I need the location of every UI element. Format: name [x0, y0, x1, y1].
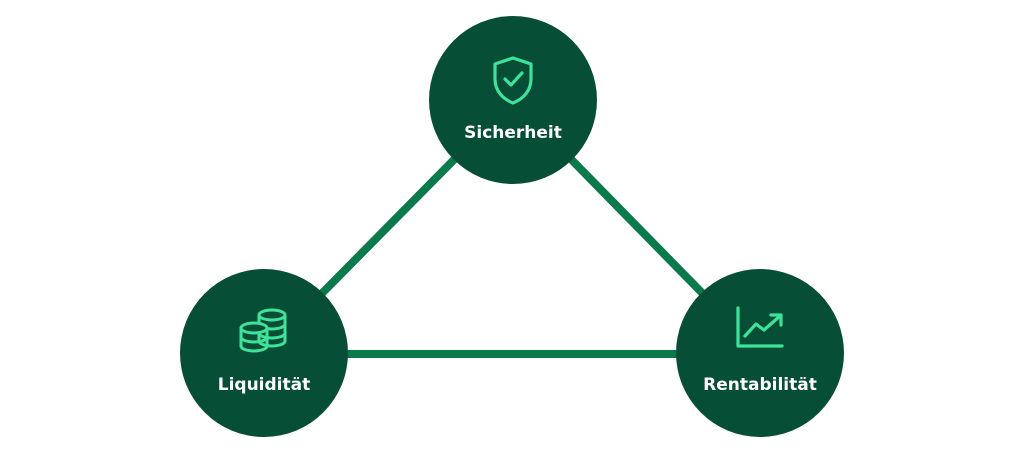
node-sicherheit: Sicherheit — [429, 16, 597, 184]
node-liquiditaet: Liquidität — [180, 269, 348, 437]
shield-check-icon — [493, 56, 533, 105]
node-circle — [180, 269, 348, 437]
node-label-liquiditaet: Liquidität — [218, 375, 310, 395]
node-circle — [676, 269, 844, 437]
coin-stack-icon — [239, 308, 287, 353]
node-rentabilitaet: Rentabilität — [676, 269, 844, 437]
node-label-sicherheit: Sicherheit — [464, 123, 562, 143]
node-circle — [429, 16, 597, 184]
growth-chart-icon — [736, 306, 784, 348]
node-label-rentabilitaet: Rentabilität — [703, 375, 817, 395]
